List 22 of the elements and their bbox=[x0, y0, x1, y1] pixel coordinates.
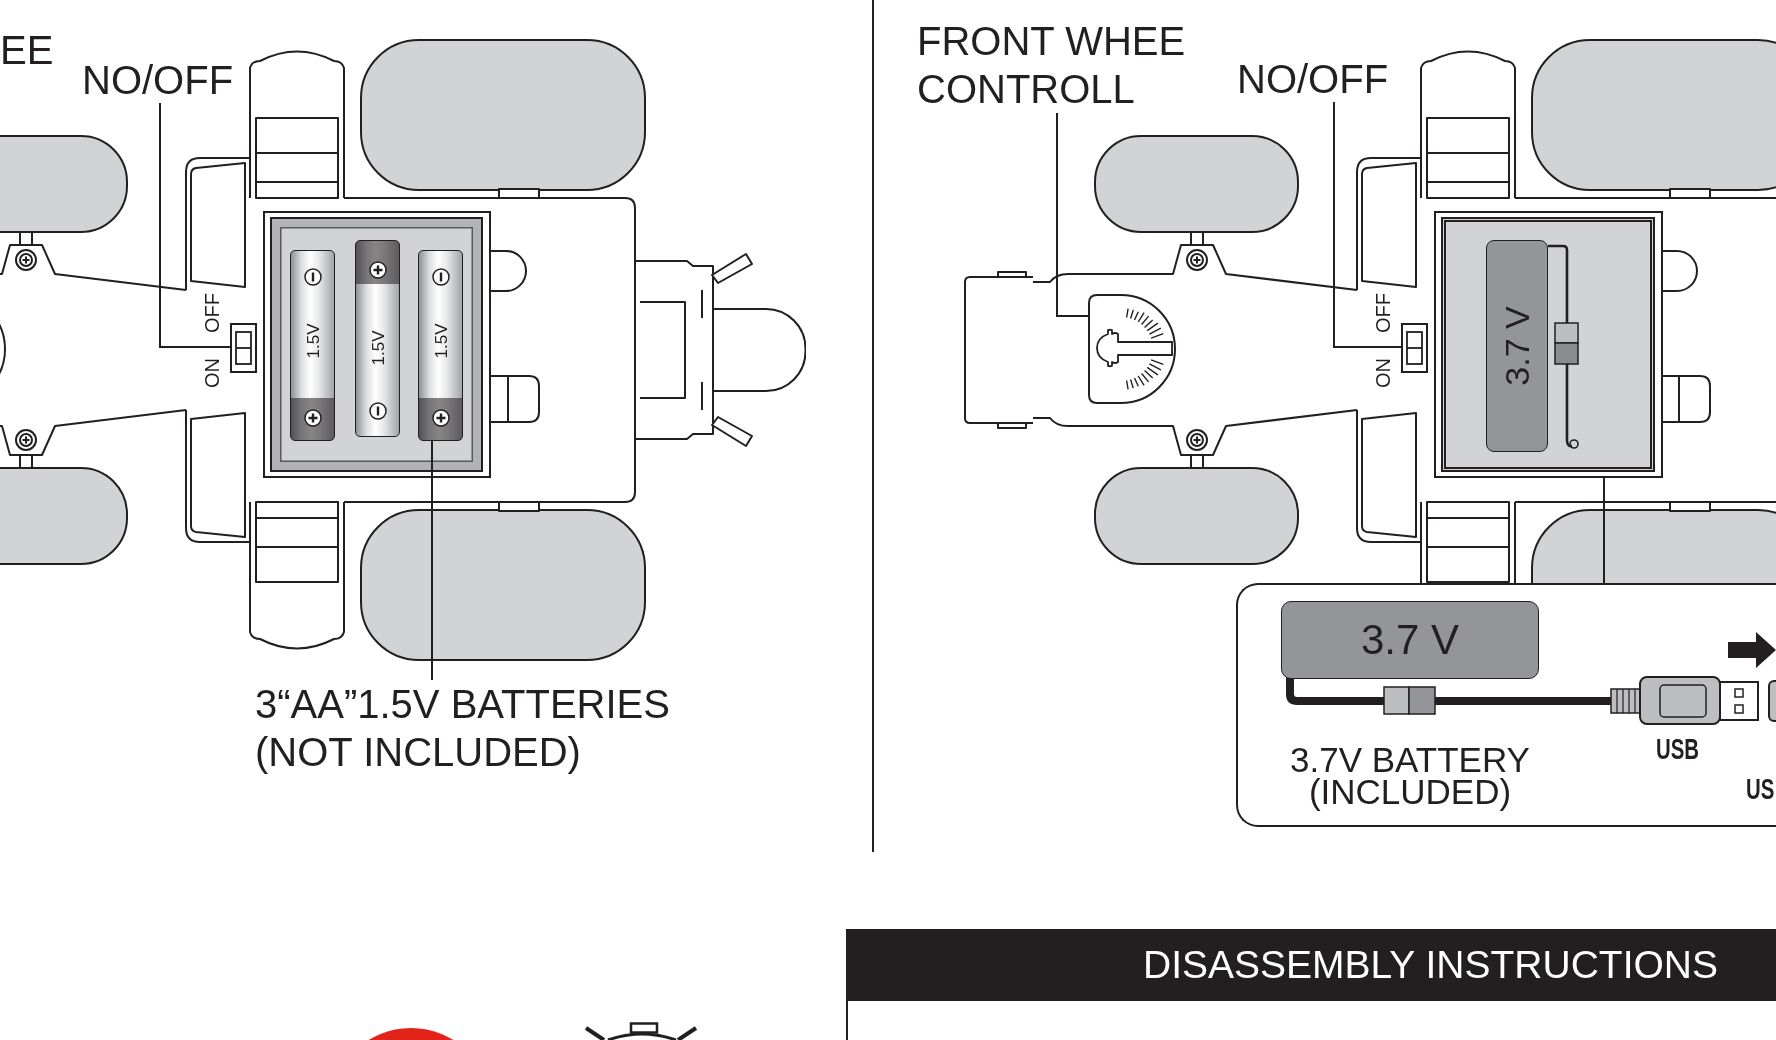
section-title: DISASSEMBLY INSTRUCTIONS bbox=[1143, 943, 1718, 987]
steering-dial bbox=[1088, 294, 1176, 404]
callout-label: FRONT WHEE CONTROLL bbox=[917, 17, 1201, 113]
leader-line bbox=[1056, 112, 1089, 317]
slide-switch bbox=[1401, 323, 1428, 373]
section-header-bar bbox=[846, 929, 1776, 1001]
voltage-label: 3.7 V bbox=[1500, 305, 1534, 386]
switch-position-label: OFF bbox=[1372, 293, 1394, 333]
callout-label: EE bbox=[0, 27, 54, 73]
switch-position-label: ON bbox=[1372, 358, 1394, 388]
callout-label: NO/OFF bbox=[82, 57, 244, 103]
inset-panel bbox=[1236, 583, 1776, 827]
voltage-label: 3.7 V bbox=[1360, 619, 1460, 661]
callout-label: NO/OFF bbox=[1237, 56, 1399, 102]
battery-pack bbox=[1486, 240, 1548, 452]
battery-pack bbox=[1281, 601, 1539, 679]
leader-line bbox=[431, 440, 433, 681]
leader-line bbox=[1603, 477, 1605, 584]
connector-label: US bbox=[1746, 774, 1775, 804]
leader-line bbox=[1333, 101, 1402, 348]
connector-label: USB bbox=[1656, 734, 1700, 764]
callout-label: 3“AA”1.5V BATTERIES (NOT INCLUDED) bbox=[255, 680, 695, 776]
